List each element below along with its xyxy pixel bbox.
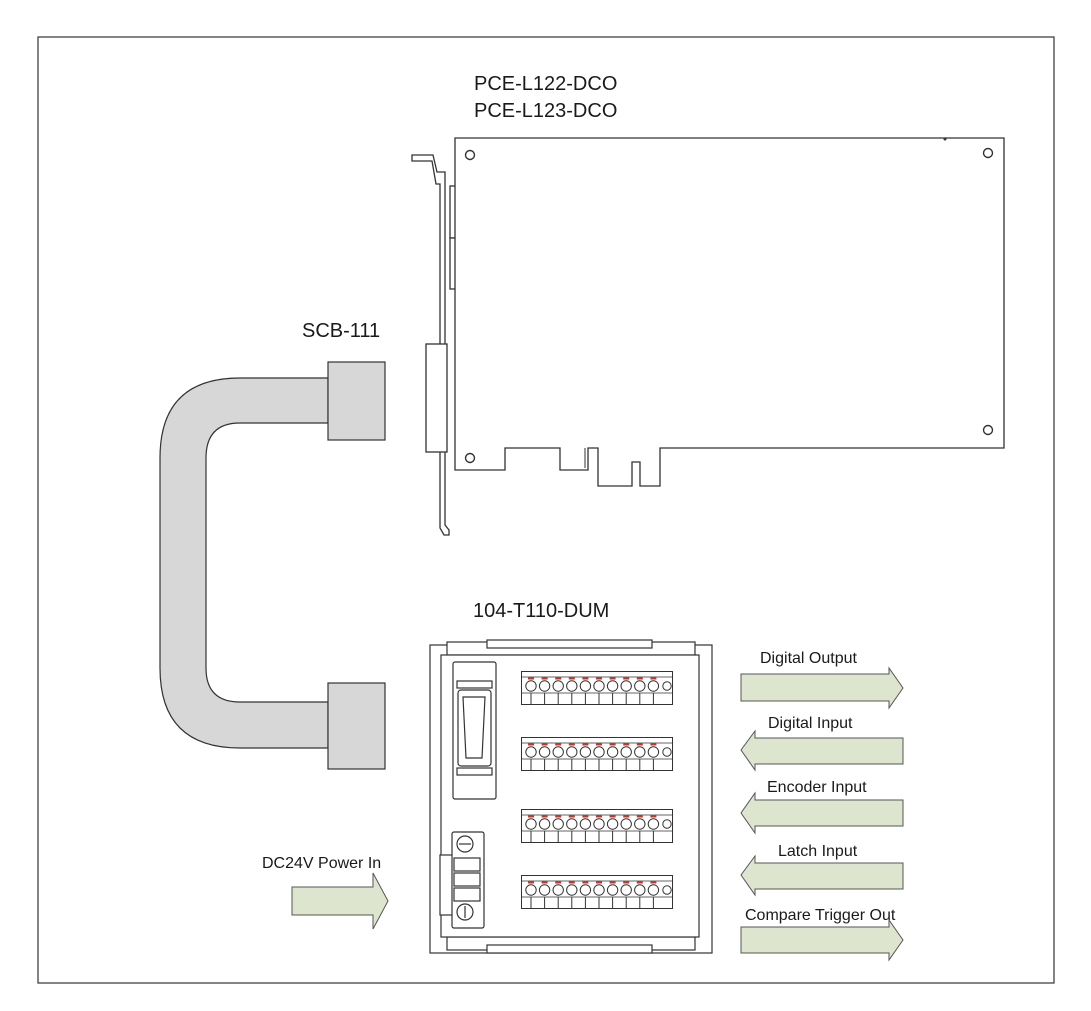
pcb-mounting-holes: [464, 147, 994, 464]
power-terminal: [439, 831, 485, 929]
digital-input-label: Digital Input: [768, 715, 853, 732]
pcie-card: [411, 137, 1005, 536]
scb-111-cable: [159, 361, 386, 770]
scsi-connector: [452, 661, 497, 800]
cable-model-label: SCB-111: [302, 320, 381, 342]
terminal-board-model-label: 104-T110-DUM: [473, 600, 610, 622]
power-in-arrow: [291, 872, 389, 930]
latch-input-label: Latch Input: [778, 843, 858, 860]
latch-input-arrow: [740, 854, 904, 897]
compare-trigger-out-label: Compare Trigger Out: [745, 907, 896, 924]
power-in-label: DC24V Power In: [262, 855, 382, 872]
encoder-input-arrow: [740, 791, 904, 835]
digital-output-label: Digital Output: [760, 650, 857, 667]
digital-output-arrow: [740, 666, 904, 710]
encoder-input-label: Encoder Input: [767, 779, 867, 796]
card-model-label-1: PCE-L122-DCO: [474, 73, 618, 95]
digital-input-arrow: [740, 729, 904, 772]
diagram-frame: [37, 36, 1055, 984]
compare-trigger-out-arrow: [740, 918, 904, 962]
card-model-label-2: PCE-L123-DCO: [474, 100, 618, 122]
